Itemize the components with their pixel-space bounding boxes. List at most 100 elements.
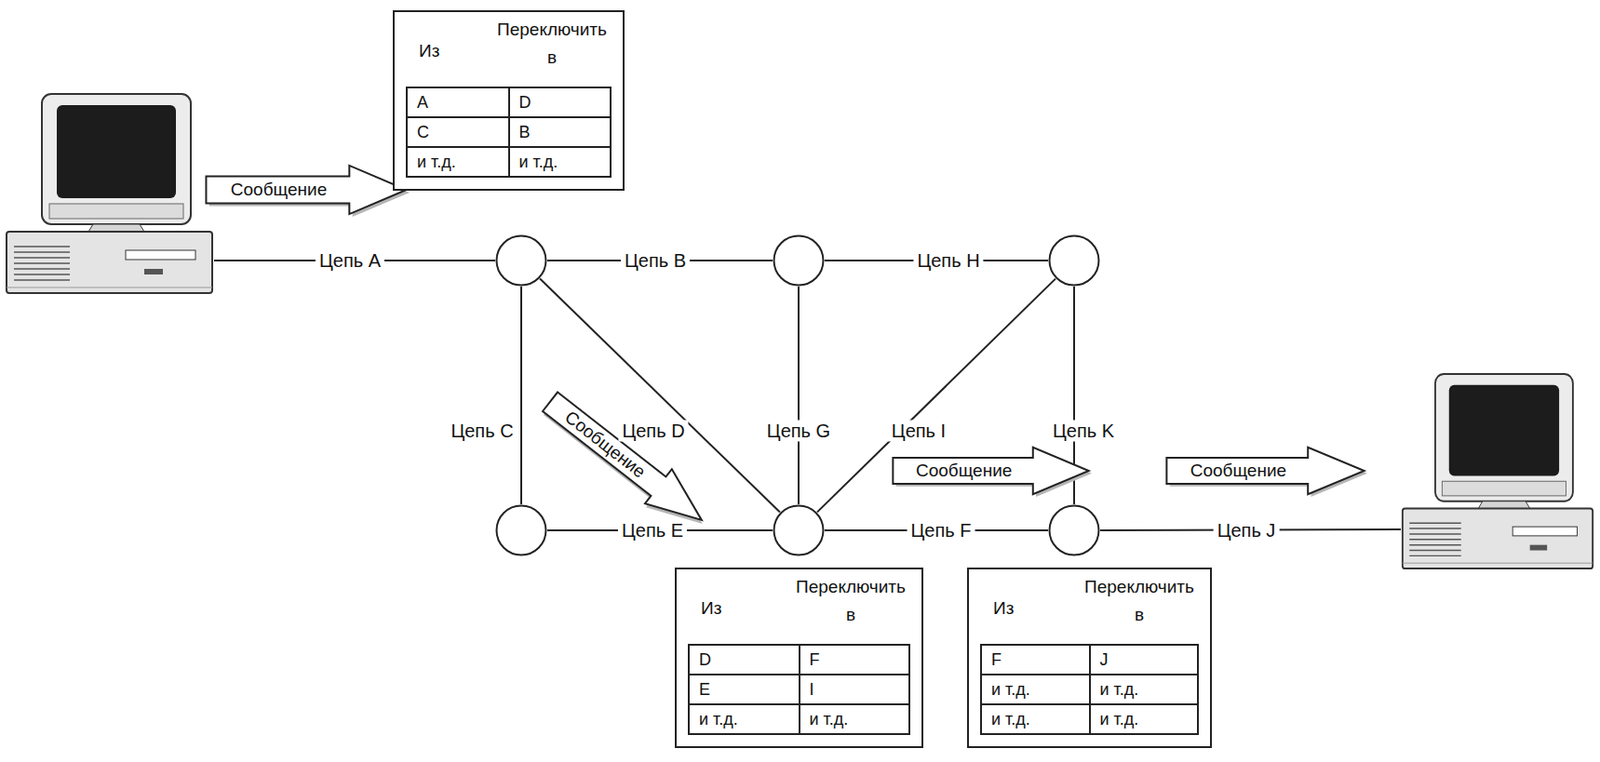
table-cell: F [799, 645, 911, 675]
switch-outline [1049, 236, 1100, 286]
message-label: Сообщение [544, 393, 667, 497]
table-cell: и т.д. [688, 704, 800, 735]
circuit-label: Цепь D [618, 420, 688, 443]
drive-slot [1512, 526, 1577, 537]
circuit-label: Цепь G [763, 420, 834, 443]
computer-illustration [4, 92, 215, 296]
arrow-shadow [537, 388, 717, 541]
column-header: Переключить в [791, 573, 911, 631]
table-grid: FJи т.д.и т.д.и т.д.и т.д. [980, 644, 1199, 736]
circuit-line [797, 286, 800, 505]
switch-circle [1048, 504, 1101, 557]
power-button [1530, 545, 1547, 552]
circuit-label: Цепь C [446, 420, 517, 443]
message-label: Сообщение [1169, 457, 1309, 485]
computer [4, 92, 215, 296]
monitor-stand [88, 224, 145, 232]
switch-node [495, 504, 548, 557]
circuit-label: Цепь I [887, 420, 950, 443]
switch-outline [774, 236, 824, 286]
table-header: Из Переключить в [980, 573, 1199, 645]
message-label: Сообщение [208, 176, 350, 204]
table-cell: E [688, 674, 800, 705]
monitor-screen [1449, 385, 1560, 477]
switch-node [1048, 234, 1101, 287]
switch-node [772, 504, 825, 557]
power-button [144, 268, 163, 275]
vent-lines [1409, 523, 1461, 556]
switch-table: Из Переключить в FJи т.д.и т.д.и т.д.и т.д… [967, 567, 1212, 749]
arrow-outline [205, 165, 406, 215]
table-header: Из Переключить в [687, 573, 911, 645]
circuit-label: Цепь K [1048, 420, 1118, 443]
computer-illustration [1400, 372, 1595, 572]
table-cell: и т.д. [1089, 674, 1199, 705]
table-cell: B [509, 117, 612, 148]
circuit-label: Цепь A [315, 250, 385, 272]
table-header: Из Переключить в [405, 15, 612, 87]
circuit-label: Цепь J [1213, 520, 1280, 542]
switch-table: Из Переключить в DFEIи т.д.и т.д. [674, 567, 924, 749]
circuit-label: Цепь F [907, 520, 976, 542]
switch-table: Из Переключить в ADCBи т.д.и т.д. [392, 10, 625, 191]
message-arrow: Сообщение [532, 380, 720, 542]
message-arrow: Сообщение [1162, 444, 1368, 498]
monitor-bezel [1441, 481, 1566, 497]
table-cell: и т.д. [406, 147, 510, 177]
switch-outline [497, 236, 547, 286]
message-arrow: Сообщение [888, 444, 1092, 498]
table-cell: и т.д. [981, 674, 1090, 705]
table-cell: I [799, 674, 911, 705]
table-cell: D [688, 645, 800, 675]
base-line [6, 287, 213, 289]
message-label: Сообщение [895, 457, 1034, 485]
table-cell: J [1089, 645, 1199, 675]
monitor-screen [56, 105, 176, 199]
switch-outline [774, 506, 824, 556]
table-grid: DFEIи т.д.и т.д. [687, 644, 911, 736]
base-line [1402, 563, 1593, 565]
arrow-outline [1166, 447, 1364, 495]
table-cell: и т.д. [509, 147, 612, 177]
switch-circle [772, 504, 825, 557]
circuit-label: Цепь H [913, 250, 983, 272]
column-header: Из [687, 598, 722, 619]
column-header: Из [405, 40, 440, 62]
drive-slot [125, 250, 196, 260]
circuit-label: Цепь B [620, 250, 690, 272]
vent-lines [13, 246, 70, 281]
arrow-outline [892, 447, 1089, 495]
system-unit [6, 231, 213, 294]
system-unit [1402, 509, 1593, 569]
monitor-case [41, 94, 191, 225]
table-cell: C [406, 117, 510, 148]
column-header: Переключить в [1079, 573, 1199, 631]
switch-node [1048, 504, 1101, 557]
switch-outline [497, 506, 547, 556]
switch-node [495, 234, 548, 287]
switch-circle [495, 234, 548, 287]
column-header: Из [980, 598, 1014, 619]
table-cell: F [981, 645, 1090, 675]
computer [1400, 372, 1595, 572]
table-cell: и т.д. [799, 704, 911, 735]
table-cell: A [406, 87, 510, 118]
monitor-stand [1478, 501, 1530, 510]
switch-circle [495, 504, 548, 557]
switch-circle [1048, 234, 1101, 287]
arrow-outline [537, 384, 716, 538]
table-cell: и т.д. [1089, 704, 1199, 735]
circuit-label: Цепь E [618, 520, 687, 542]
switch-node [772, 234, 825, 287]
table-grid: ADCBи т.д.и т.д. [405, 86, 612, 178]
monitor-bezel [49, 203, 184, 219]
switch-outline [1049, 506, 1100, 556]
column-header: Переключить в [492, 15, 612, 73]
table-cell: и т.д. [981, 704, 1090, 735]
table-cell: D [509, 87, 612, 118]
monitor-case [1435, 374, 1574, 502]
message-arrow: Сообщение [201, 162, 410, 217]
circuit-line [520, 286, 523, 505]
switch-circle [772, 234, 825, 287]
